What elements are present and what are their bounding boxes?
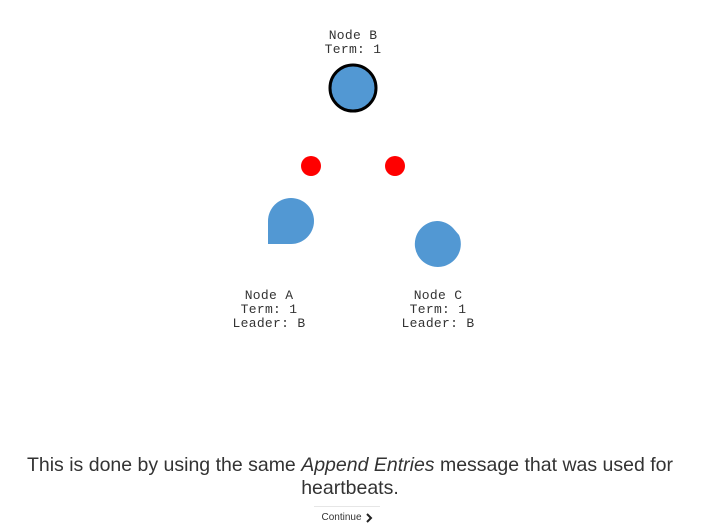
node-a-timer-circle[interactable] (268, 198, 314, 244)
caption-before: This is done by using the same (26, 454, 302, 476)
node-a-term: Term: 1 (241, 302, 298, 317)
node-c-timer-circle[interactable] (414, 221, 461, 267)
node-b-term: Term: 1 (325, 42, 382, 57)
caption-emphasis: Append Entries (301, 454, 435, 476)
append-entries-message-to-a (301, 156, 321, 176)
node-a-name: Node A (245, 288, 294, 303)
node-a: Node A Term: 1 Leader: B (233, 198, 314, 331)
node-b: Node B Term: 1 (325, 28, 382, 113)
continue-button[interactable]: Continue (314, 506, 380, 525)
node-c-name: Node C (414, 288, 463, 303)
node-c-leader: Leader: B (402, 316, 475, 331)
node-b-name: Node B (329, 28, 378, 43)
caption-after: message that was used for heartbeats. (301, 454, 674, 499)
continue-label: Continue (321, 512, 362, 523)
node-b-circle[interactable] (328, 63, 378, 113)
raft-diagram: Node B Term: 1 Node A Term: 1 Leader: B … (233, 28, 475, 331)
chevron-right-icon (365, 512, 373, 523)
append-entries-message-to-c (385, 156, 405, 176)
node-a-leader: Leader: B (233, 316, 306, 331)
node-c-term: Term: 1 (410, 302, 467, 317)
caption: This is done by using the same Append En… (0, 454, 700, 500)
node-c: Node C Term: 1 Leader: B (402, 221, 475, 331)
